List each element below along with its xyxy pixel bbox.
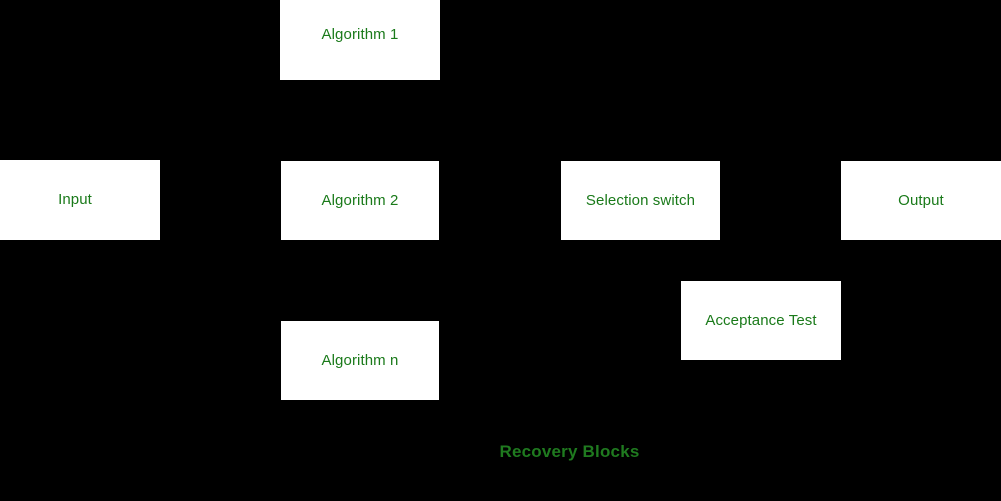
node-selection-switch[interactable]: Selection switch: [561, 161, 720, 240]
node-algorithm-2[interactable]: Algorithm 2: [281, 161, 439, 240]
node-algorithm-n-label: Algorithm n: [321, 351, 399, 369]
node-algorithm-2-label: Algorithm 2: [321, 191, 399, 209]
node-acceptance-test[interactable]: Acceptance Test: [681, 281, 841, 360]
diagram-caption: Recovery Blocks: [499, 442, 640, 461]
node-input[interactable]: Input: [0, 160, 160, 240]
node-output[interactable]: Output: [841, 161, 1001, 240]
node-algorithm-1[interactable]: Algorithm 1: [280, 0, 440, 80]
node-algorithm-n[interactable]: Algorithm n: [281, 321, 439, 400]
node-input-label: Input: [58, 191, 92, 208]
node-acceptance-test-label: Acceptance Test: [705, 311, 817, 329]
node-algorithm-1-label: Algorithm 1: [321, 26, 399, 43]
node-selection-switch-label: Selection switch: [585, 191, 696, 209]
node-output-label: Output: [898, 191, 944, 209]
